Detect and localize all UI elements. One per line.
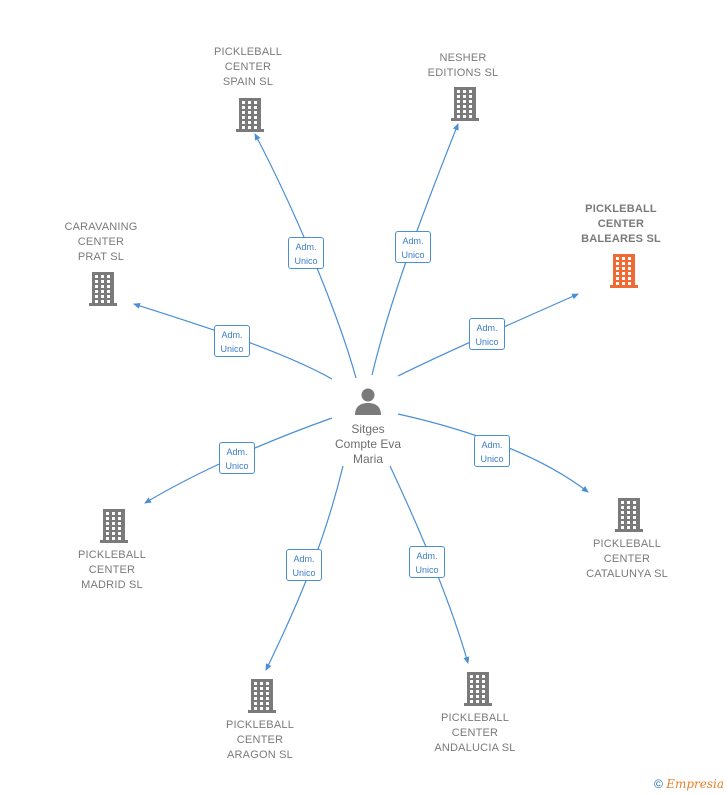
role-badge-line: Unico [480, 454, 504, 464]
role-badge-line: Unico [292, 568, 316, 578]
company-name-line: CARAVANING [64, 221, 138, 233]
role-badge[interactable]: Adm. Unico [214, 325, 250, 357]
company-name-caravaning-center-prat[interactable]: CARAVANING CENTER PRAT SL [41, 220, 161, 265]
company-name-line: CENTER [77, 236, 125, 248]
company-name-line: CENTER [236, 734, 284, 746]
company-name-pickleball-center-madrid[interactable]: PICKLEBALL CENTER MADRID SL [52, 548, 172, 593]
role-badge-line: Adm. [221, 330, 243, 340]
footer-brand: © Empresia [654, 777, 724, 791]
person-name[interactable]: Sitges Compte Eva Maria [318, 422, 418, 467]
role-badge-line: Unico [294, 256, 318, 266]
company-name-line: CENTER [451, 727, 499, 739]
building-icon[interactable] [235, 97, 265, 138]
role-badge-line: Unico [401, 250, 425, 260]
company-name-pickleball-center-andalucia[interactable]: PICKLEBALL CENTER ANDALUCIA SL [415, 711, 535, 756]
person-icon [355, 388, 381, 415]
company-name-line: PICKLEBALL [225, 719, 295, 731]
company-name-line: CENTER [603, 553, 651, 565]
company-name-line: PRAT SL [77, 251, 125, 263]
company-name-line: PICKLEBALL [592, 538, 662, 550]
company-name-line: MADRID SL [81, 579, 143, 591]
role-badge[interactable]: Adm. Unico [288, 237, 324, 269]
role-badge[interactable]: Adm. Unico [409, 546, 445, 578]
brand-logo: Empresia [666, 777, 724, 791]
role-badge-line: Adm. [295, 242, 317, 252]
company-name-line: CENTER [224, 61, 272, 73]
company-name-line: ARAGON SL [227, 749, 293, 761]
role-badge-line: Adm. [402, 236, 424, 246]
company-name-line: EDITIONS SL [427, 67, 499, 79]
company-name-line: CENTER [597, 218, 645, 230]
company-name-line: CATALUNYA SL [586, 568, 668, 580]
role-badge[interactable]: Adm. Unico [286, 549, 322, 581]
person-name-line-2: Compte Eva [334, 437, 402, 451]
company-name-pickleball-center-spain[interactable]: PICKLEBALL CENTER SPAIN SL [188, 45, 308, 90]
company-name-pickleball-center-baleares[interactable]: PICKLEBALL CENTER BALEARES SL [561, 202, 681, 247]
company-name-pickleball-center-aragon[interactable]: PICKLEBALL CENTER ARAGON SL [200, 718, 320, 763]
role-badge-line: Adm. [481, 440, 503, 450]
building-icon[interactable] [88, 271, 118, 312]
company-name-pickleball-center-catalunya[interactable]: PICKLEBALL CENTER CATALUNYA SL [567, 537, 687, 582]
company-name-line: PICKLEBALL [440, 712, 510, 724]
role-badge-line: Unico [415, 565, 439, 575]
company-name-line: PICKLEBALL [585, 203, 657, 215]
building-icon[interactable] [609, 253, 639, 294]
role-badge[interactable]: Adm. Unico [219, 442, 255, 474]
person-name-line-3: Maria [352, 452, 383, 466]
role-badge-line: Adm. [226, 447, 248, 457]
role-badge-line: Unico [220, 344, 244, 354]
company-name-line: CENTER [88, 564, 136, 576]
role-badge-line: Unico [475, 337, 499, 347]
company-name-line: PICKLEBALL [77, 549, 147, 561]
role-badge[interactable]: Adm. Unico [395, 231, 431, 263]
building-icon[interactable] [450, 86, 480, 127]
role-badge[interactable]: Adm. Unico [469, 318, 505, 350]
company-name-line: SPAIN SL [222, 76, 274, 88]
building-icon[interactable] [463, 671, 493, 712]
role-badge-line: Adm. [416, 551, 438, 561]
role-badge-line: Adm. [293, 554, 315, 564]
company-name-line: PICKLEBALL [213, 46, 283, 58]
role-badge-line: Unico [225, 461, 249, 471]
building-icon[interactable] [247, 678, 277, 719]
company-name-line: ANDALUCIA SL [434, 742, 516, 754]
company-name-nesher-editions[interactable]: NESHER EDITIONS SL [403, 51, 523, 81]
building-icon[interactable] [99, 508, 129, 549]
person-name-line-1: Sitges [351, 422, 385, 436]
role-badge-line: Adm. [476, 323, 498, 333]
company-name-line: BALEARES SL [581, 233, 661, 245]
role-badge[interactable]: Adm. Unico [474, 435, 510, 467]
building-icon[interactable] [614, 497, 644, 538]
copyright-symbol: © [654, 777, 663, 791]
company-name-line: NESHER [439, 52, 487, 64]
